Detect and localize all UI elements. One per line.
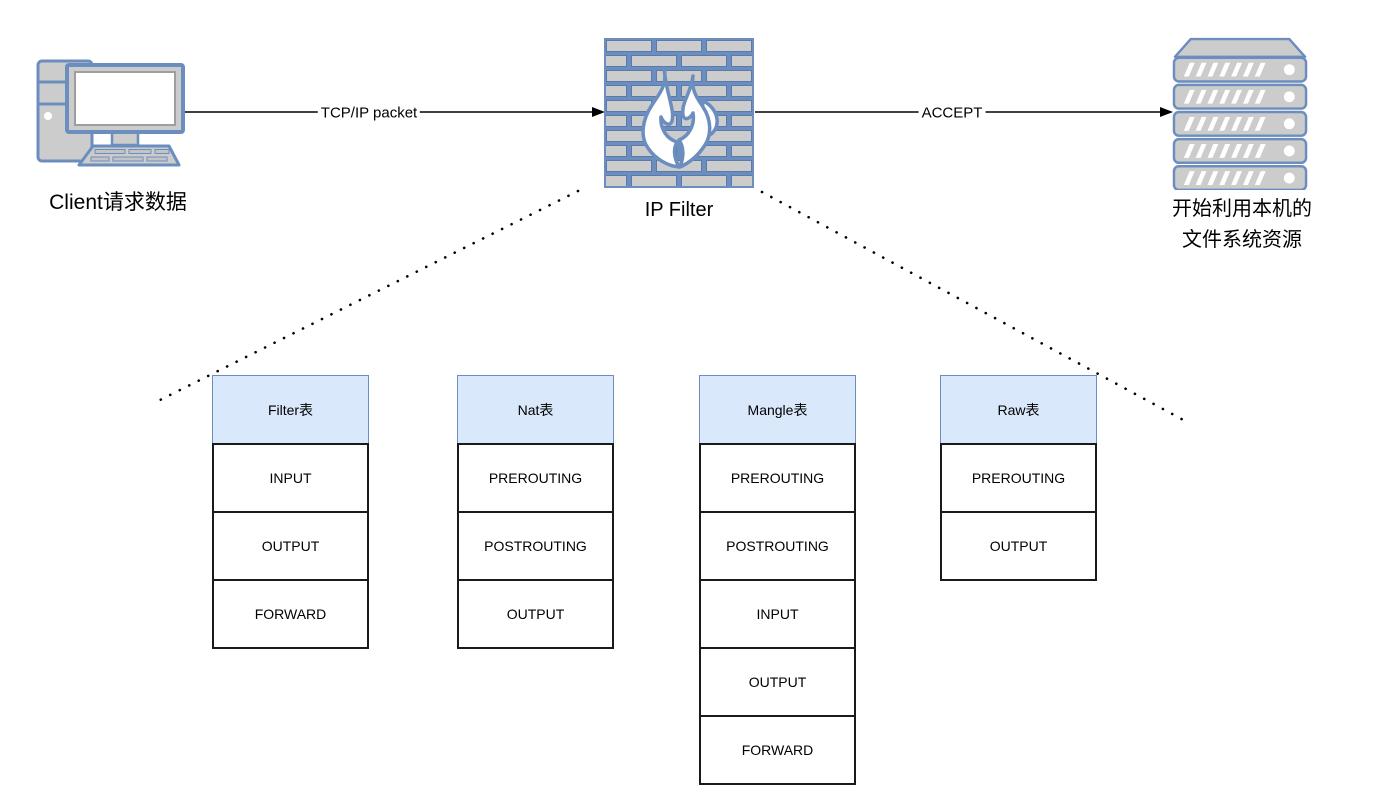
server-rack-icon (1172, 37, 1308, 190)
chain-cell: PREROUTING (457, 443, 614, 513)
chain-cell: POSTROUTING (457, 511, 614, 581)
brick-wall (604, 38, 754, 188)
desktop-computer-icon (36, 59, 185, 167)
chain-cell: FORWARD (699, 715, 856, 785)
server-label-line2: 文件系统资源 (1182, 229, 1302, 251)
chain-cell: FORWARD (212, 579, 369, 649)
edge-label-tcpip-packet: TCP/IP packet (317, 104, 421, 122)
chain-cell: OUTPUT (940, 511, 1097, 581)
table-mangle: Mangle表 PREROUTING POSTROUTING INPUT OUT… (699, 375, 856, 785)
server-stripes (1183, 62, 1295, 185)
table-nat-title: Nat表 (457, 375, 614, 445)
monitor-screen (74, 71, 176, 126)
chain-cell: PREROUTING (699, 443, 856, 513)
firewall-label: IP Filter (644, 199, 714, 221)
firewall-brick-flame-icon (604, 38, 754, 188)
server-label-line1: 开始利用本机的 (1172, 198, 1312, 220)
flame-icon (641, 66, 719, 169)
chain-cell: OUTPUT (212, 511, 369, 581)
chain-cell: OUTPUT (699, 647, 856, 717)
chain-cell: INPUT (699, 579, 856, 649)
chain-cell: PREROUTING (940, 443, 1097, 513)
table-raw-title: Raw表 (940, 375, 1097, 445)
chain-cell: POSTROUTING (699, 511, 856, 581)
table-nat: Nat表 PREROUTING POSTROUTING OUTPUT (457, 375, 614, 649)
table-filter: Filter表 INPUT OUTPUT FORWARD (212, 375, 369, 649)
client-label: Client请求数据 (49, 191, 187, 214)
table-filter-title: Filter表 (212, 375, 369, 445)
expansion-dotted-line-left (150, 189, 580, 406)
table-mangle-title: Mangle表 (699, 375, 856, 445)
table-raw: Raw表 PREROUTING OUTPUT (940, 375, 1097, 581)
keyboard-icon (77, 144, 181, 167)
edge-label-accept: ACCEPT (918, 104, 986, 122)
server-label: 开始利用本机的 文件系统资源 (1140, 194, 1344, 256)
chain-cell: OUTPUT (457, 579, 614, 649)
expansion-dotted-line-right (760, 190, 1189, 424)
chain-cell: INPUT (212, 443, 369, 513)
